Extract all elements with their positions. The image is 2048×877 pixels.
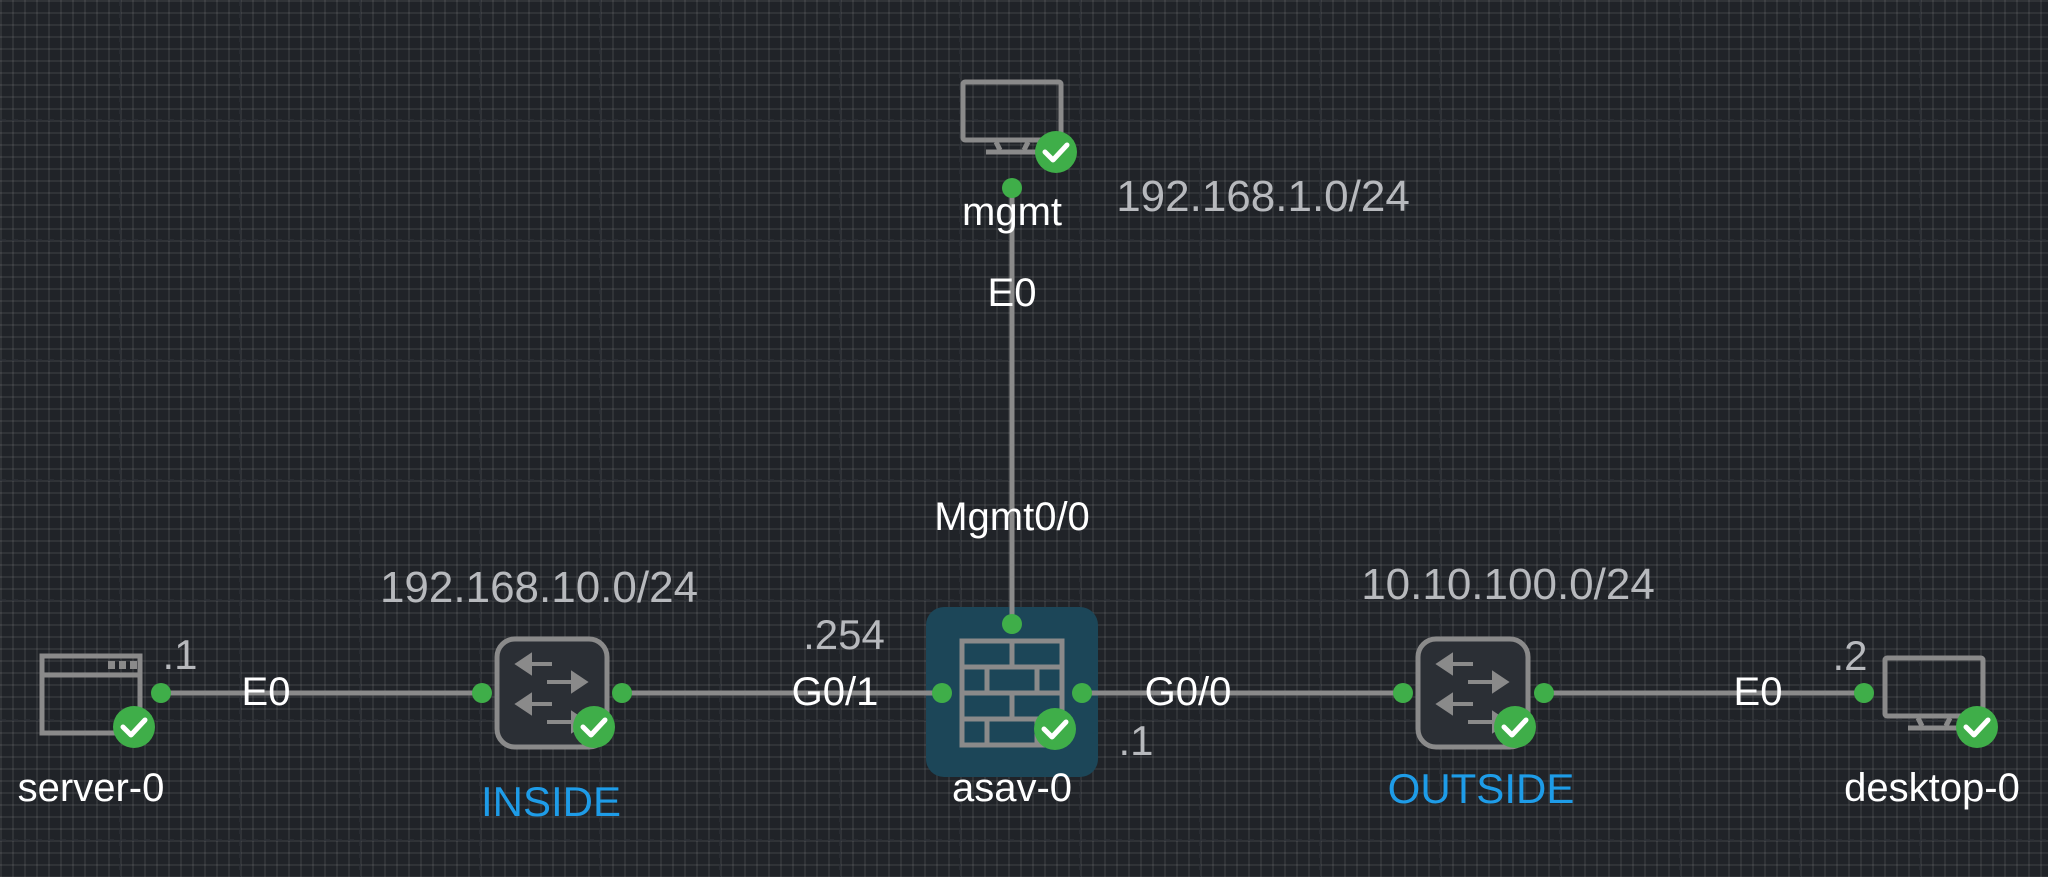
port-mgmt-e0[interactable] — [1002, 178, 1022, 198]
port-asav-g01[interactable] — [932, 683, 952, 703]
desktop-node[interactable] — [1882, 655, 1986, 731]
interface-label-asav-g00: G0/0 — [1144, 670, 1232, 714]
port-outside-a[interactable] — [1393, 683, 1413, 703]
port-inside-b[interactable] — [612, 683, 632, 703]
port-desktop-e0[interactable] — [1854, 683, 1874, 703]
check-icon — [573, 706, 615, 748]
port-inside-a[interactable] — [472, 683, 492, 703]
desktop-icon — [1882, 655, 1986, 731]
port-outside-b[interactable] — [1534, 683, 1554, 703]
mgmt-node[interactable] — [960, 79, 1064, 155]
node-label-outside[interactable]: OUTSIDE — [1387, 765, 1575, 812]
server-node[interactable] — [39, 653, 143, 736]
address-label-asav-inside: .254 — [803, 611, 885, 658]
interface-label-asav-mgmt: Mgmt0/0 — [934, 495, 1090, 539]
subnet-label-inside: 192.168.10.0/24 — [379, 563, 699, 612]
subnet-label-outside: 10.10.100.0/24 — [1361, 560, 1655, 609]
check-icon — [1034, 708, 1076, 750]
subnet-label-mgmt: 192.168.1.0/24 — [1116, 172, 1410, 221]
check-icon — [1494, 706, 1536, 748]
node-label-desktop[interactable]: desktop-0 — [1844, 766, 2020, 810]
interface-label-mgmt-e0: E0 — [987, 271, 1037, 315]
desktop-icon — [960, 79, 1064, 155]
check-icon — [113, 706, 155, 748]
address-label-asav-outside: .1 — [1118, 717, 1154, 764]
interface-label-server-e0: E0 — [241, 670, 291, 714]
address-label-desktop: .2 — [1832, 632, 1868, 679]
server-icon — [39, 653, 143, 736]
node-label-server[interactable]: server-0 — [17, 766, 165, 810]
node-label-inside[interactable]: INSIDE — [480, 778, 622, 825]
node-label-asav[interactable]: asav-0 — [951, 766, 1073, 810]
check-icon — [1035, 131, 1077, 173]
interface-label-desktop-e0: E0 — [1733, 670, 1783, 714]
node-label-mgmt[interactable]: mgmt — [962, 190, 1062, 234]
port-asav-mgmt[interactable] — [1002, 614, 1022, 634]
port-server-e0[interactable] — [151, 683, 171, 703]
check-icon — [1956, 706, 1998, 748]
port-asav-g00[interactable] — [1072, 683, 1092, 703]
interface-label-asav-g01: G0/1 — [791, 670, 879, 714]
address-label-server: .1 — [162, 631, 198, 678]
status-badges — [113, 131, 1998, 750]
